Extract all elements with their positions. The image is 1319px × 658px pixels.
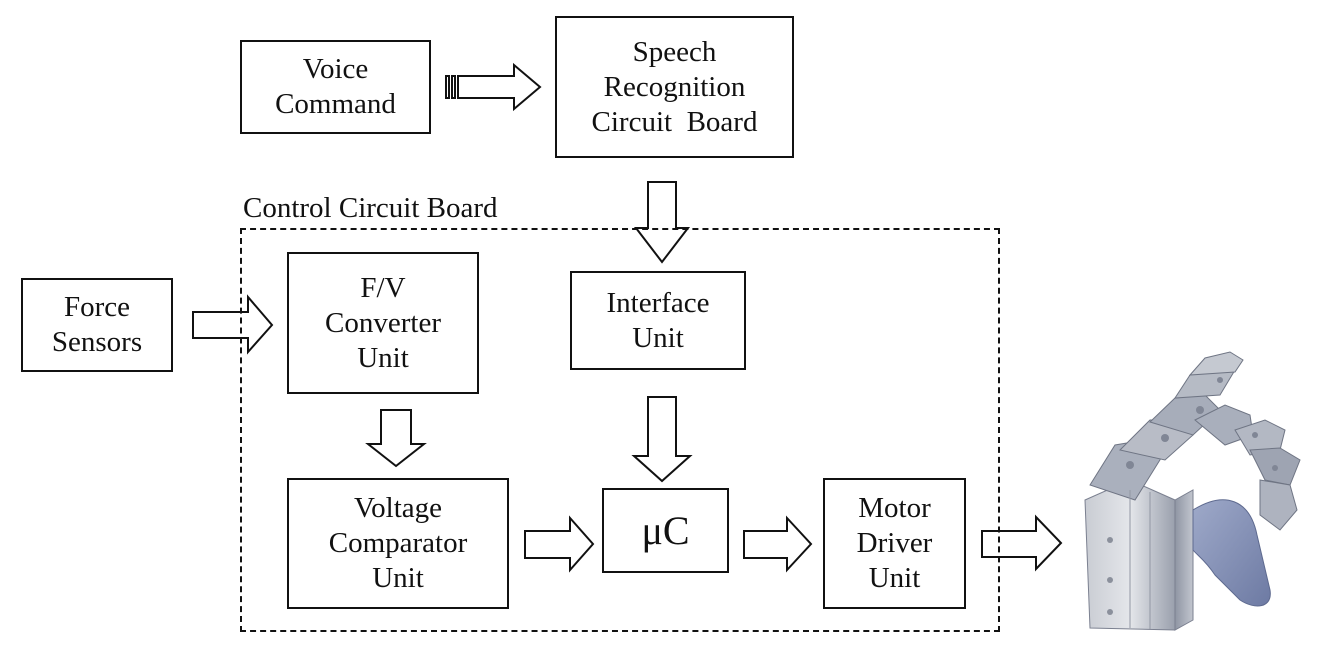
speech-recognition-line: Recognition (603, 70, 746, 103)
voice-command-line: Voice (302, 53, 369, 85)
arrow-interface-to-uc (631, 396, 693, 483)
fv-converter-box: F/V Converter Unit (287, 252, 479, 394)
robotic-hand-icon (1084, 351, 1301, 631)
group-label: Control Circuit Board (243, 192, 498, 224)
voltage-comparator-line: Unit (372, 562, 424, 594)
voice-command-box: Voice Command (240, 40, 431, 134)
voltage-comparator-line: Voltage (353, 492, 443, 524)
motor-driver-line: Motor (858, 492, 931, 524)
voltage-comparator-line: Comparator (328, 527, 468, 559)
force-sensors-box: Force Sensors (21, 278, 173, 372)
force-sensors-line: Force (63, 291, 131, 323)
microcontroller-box: μC (602, 488, 729, 573)
robotic-hand-illustration (1075, 350, 1310, 635)
speech-recognition-line: Speech (632, 35, 717, 68)
interface-unit-box: Interface Unit (570, 271, 746, 370)
microcontroller-label: μC (641, 507, 690, 553)
voice-command-line: Command (275, 88, 396, 120)
motor-driver-line: Unit (868, 562, 921, 594)
voltage-comparator-box: Voltage Comparator Unit (287, 478, 509, 609)
interface-unit-line: Unit (632, 321, 684, 354)
arrow-motor-to-hand (981, 514, 1063, 572)
fv-converter-line: Converter (325, 306, 441, 339)
arrow-uc-to-motor (743, 515, 813, 573)
force-sensors-line: Sensors (51, 326, 143, 358)
motor-driver-box: Motor Driver Unit (823, 478, 966, 609)
arrow-voice-to-speech (445, 62, 542, 112)
motor-driver-line: Driver (856, 527, 933, 559)
speech-recognition-box: Speech Recognition Circuit Board (555, 16, 794, 158)
arrow-comparator-to-uc (524, 515, 595, 573)
fv-converter-line: F/V (360, 271, 406, 304)
arrow-force-to-fv (192, 294, 274, 355)
interface-unit-line: Interface (606, 286, 710, 319)
fv-converter-line: Unit (357, 341, 409, 374)
control-circuit-board-group (240, 228, 1000, 632)
speech-recognition-line: Circuit Board (591, 105, 758, 138)
arrow-fv-to-comparator (365, 409, 427, 468)
